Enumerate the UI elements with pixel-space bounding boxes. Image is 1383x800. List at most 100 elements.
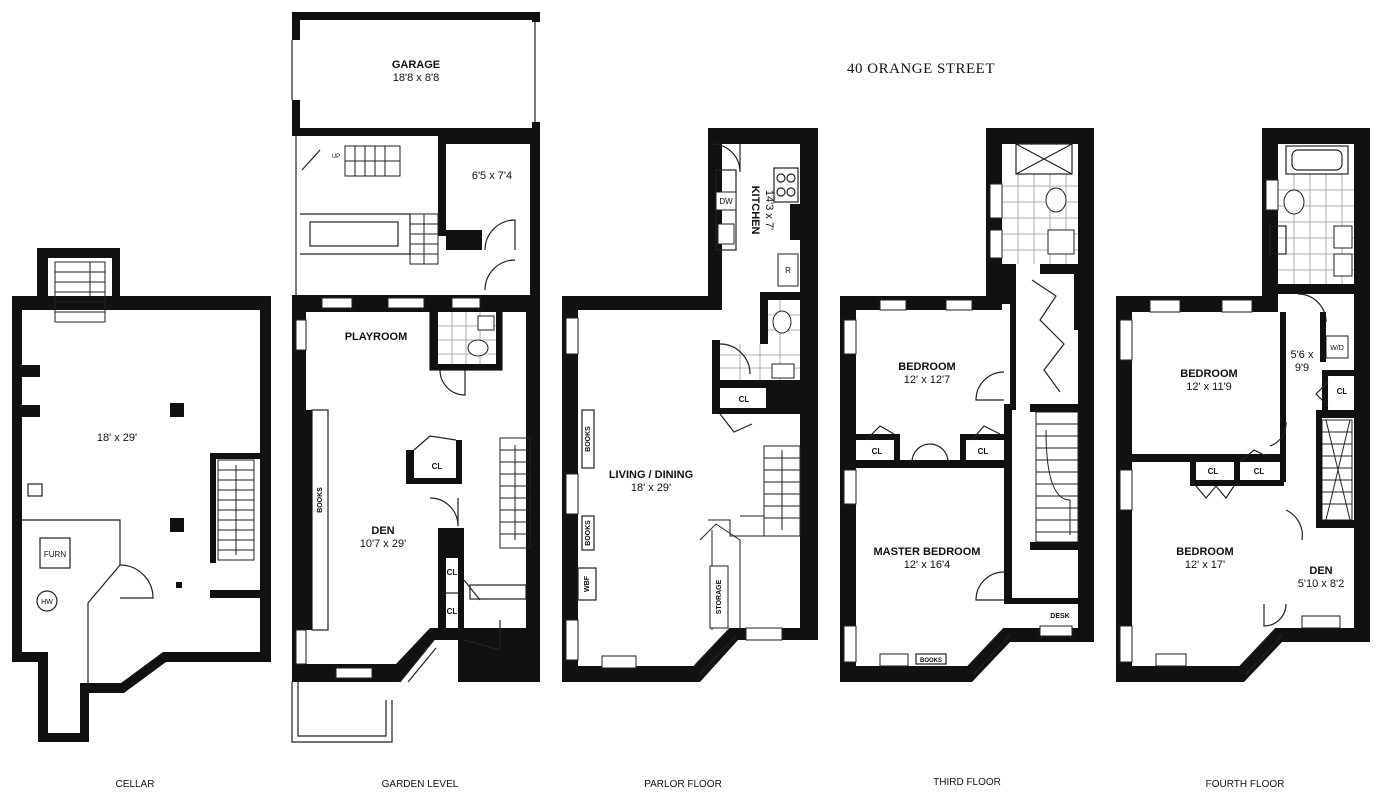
window [335, 667, 373, 679]
kitchen-door [711, 143, 741, 173]
window [1221, 299, 1253, 313]
playroom-label: PLAYROOM [345, 331, 408, 343]
window [1039, 625, 1073, 637]
bay-window [1239, 627, 1283, 675]
bay-window [693, 627, 737, 675]
vanity [1269, 225, 1287, 255]
window [843, 469, 857, 505]
sink-icon [1047, 229, 1075, 255]
den-dim: 5'10 x 8'2 [1298, 578, 1344, 590]
cellar-column [170, 403, 184, 417]
bathtub-basin [1291, 149, 1343, 171]
books-label: BOOKS [585, 520, 592, 546]
yard-wall [438, 136, 540, 144]
burner-icon [776, 173, 786, 183]
yard-wall [438, 136, 446, 236]
books-label: BOOKS [920, 658, 942, 664]
window [1155, 653, 1187, 667]
stair-wall [1030, 542, 1078, 550]
closet-label: CL [978, 447, 989, 456]
cellar-stair-well [48, 258, 112, 296]
powder-door [719, 343, 751, 375]
small-room-dim: 6'5 x 7'4 [472, 170, 512, 182]
window [879, 653, 909, 667]
bedroom-dim: 12' x 12'7 [904, 374, 950, 386]
closet-label: CL [447, 568, 458, 577]
dishwasher [715, 191, 737, 211]
desk-label: DESK [1050, 613, 1069, 620]
powder-wall [712, 380, 800, 388]
bookshelf [581, 409, 595, 469]
powder-wall [760, 292, 768, 344]
stair-wall [772, 388, 800, 414]
window [879, 299, 907, 311]
closet-label: CL [872, 447, 883, 456]
closet-wall [456, 440, 462, 484]
stair-wall [1030, 404, 1078, 412]
bath-wall [1278, 284, 1354, 294]
window [745, 627, 783, 641]
closet-doors [1031, 279, 1065, 393]
fridge-label: R [785, 266, 791, 275]
burner-icon [786, 173, 796, 183]
cellar-fixture [27, 483, 43, 497]
closet-wall [894, 434, 900, 468]
bedroom-label: BEDROOM [898, 361, 955, 373]
third-stairs [1035, 411, 1079, 543]
bedroom-label: BEDROOM [1176, 546, 1233, 558]
fourth-stairs [1321, 419, 1353, 521]
wbf-label: WBF [584, 575, 591, 592]
closet-wall [712, 388, 720, 414]
fireplace [577, 567, 597, 601]
window [843, 625, 857, 663]
bookshelf [915, 653, 947, 665]
closet-wall [1322, 370, 1354, 376]
water-heater-label: HW [41, 599, 53, 606]
bookshelf-wall [306, 410, 312, 630]
closet-wall [960, 434, 1006, 440]
furnace-label: FURN [44, 550, 66, 559]
bedroom-divider [856, 460, 1006, 468]
cellar-wall [210, 590, 260, 598]
parlor-floor-plan: DW R KITCHEN 14'3 x 7' CL [562, 128, 818, 790]
closet-label: CL [1254, 467, 1265, 476]
master-bedroom-dim: 12' x 16'4 [904, 559, 950, 571]
garage-label: GARAGE [392, 59, 440, 71]
fourth-walls [1116, 128, 1370, 682]
toilet-icon [1045, 187, 1067, 213]
hall-wall [1004, 404, 1012, 604]
living-dining-dim: 18' x 29' [631, 482, 671, 494]
range [773, 167, 799, 203]
closet-wall [856, 434, 896, 440]
planter-inner [309, 221, 399, 247]
powder-wall [712, 340, 720, 388]
garage-opening [290, 40, 300, 100]
fourth-floor-label: FOURTH FLOOR [1206, 779, 1285, 790]
cellar-stair-wall [210, 453, 260, 459]
closet-door [1315, 381, 1329, 407]
wd-label: W/D [1330, 345, 1344, 352]
closet-label: CL [432, 462, 443, 471]
stair-wall [1316, 418, 1322, 524]
powder-wall [430, 312, 438, 370]
closet-door [971, 425, 1001, 441]
window [1301, 615, 1341, 629]
closet-wall [712, 408, 772, 414]
yard-wall [446, 230, 482, 250]
hall-wall [1280, 312, 1286, 482]
closet-wall [1190, 454, 1196, 486]
closet-wall [1234, 454, 1240, 486]
closet-wall [458, 556, 464, 628]
cellar-walls [12, 248, 271, 742]
cellar-room-dim: 18' x 29' [97, 432, 137, 444]
desk [1004, 598, 1078, 604]
closet-door [1239, 449, 1267, 463]
cellar-top-stairs [54, 261, 106, 323]
kitchen-wall [712, 144, 722, 296]
bedroom-dim: 12' x 11'9 [1186, 381, 1232, 393]
garage-dim: 18'8 x 8'8 [393, 72, 439, 84]
bedroom-label: BEDROOM [1180, 368, 1237, 380]
stair-up-label: UP [332, 154, 340, 160]
hall-wall [1074, 274, 1080, 330]
